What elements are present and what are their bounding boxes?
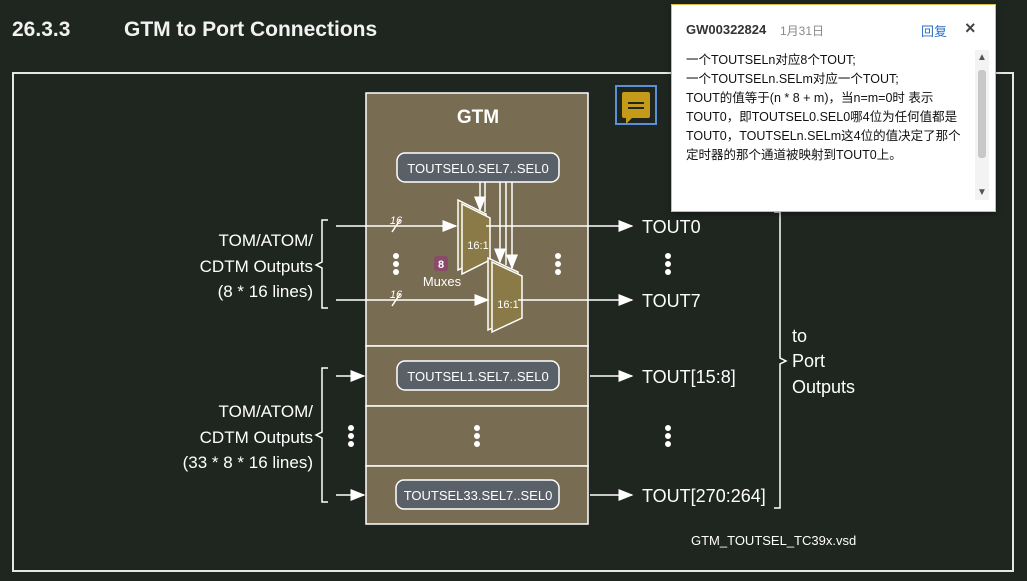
diagram-filename: GTM_TOUTSEL_TC39x.vsd <box>691 533 856 548</box>
svg-text:CDTM Outputs: CDTM Outputs <box>200 428 313 447</box>
section-title: GTM to Port Connections <box>124 18 378 41</box>
scroll-down-icon[interactable]: ▼ <box>977 187 987 198</box>
svg-text:(8 * 16 lines): (8 * 16 lines) <box>218 282 313 301</box>
svg-text:Outputs: Outputs <box>792 377 855 397</box>
section-heading: 26.3.3 GTM to Port Connections <box>12 18 377 42</box>
select-lines <box>474 182 518 270</box>
output-labels: TOUT0 TOUT7 TOUT[15:8] TOUT[270:264] <box>642 217 766 506</box>
bus-width-7: 16 <box>390 289 403 301</box>
scroll-up-icon[interactable]: ▲ <box>977 52 987 63</box>
left-labels-group2: TOM/ATOM/ CDTM Outputs (33 * 8 * 16 line… <box>183 402 314 472</box>
gtm-title: GTM <box>457 107 499 128</box>
speech-bubble-icon <box>622 92 650 124</box>
svg-text:TOUT[15:8]: TOUT[15:8] <box>642 367 736 387</box>
close-icon[interactable]: × <box>965 18 976 38</box>
sel-box-33: TOUTSEL33.SEL7..SEL0 <box>404 488 553 503</box>
input-lines-group1 <box>336 219 490 307</box>
comment-panel: GW00322824 1月31日 回复 × 一个TOUTSELn对应8个TOUT… <box>671 4 996 212</box>
ellipsis-dots <box>348 253 671 447</box>
right-label: to Port Outputs <box>792 326 855 397</box>
mux-label-7: 16:1 <box>497 299 518 311</box>
comment-icon[interactable] <box>615 85 657 125</box>
svg-text:TOUT0: TOUT0 <box>642 217 701 237</box>
comment-date: 1月31日 <box>780 24 825 38</box>
scroll-thumb[interactable] <box>978 70 986 158</box>
mux-stack <box>457 198 523 334</box>
section-number: 26.3.3 <box>12 18 71 41</box>
svg-text:CDTM Outputs: CDTM Outputs <box>200 257 313 276</box>
mux-word: Muxes <box>423 274 462 289</box>
sel-box-0: TOUTSEL0.SEL7..SEL0 <box>407 161 548 176</box>
left-braces <box>314 211 788 509</box>
comment-text: 一个TOUTSELn对应8个TOUT; 一个TOUTSELn.SELm对应一个T… <box>686 53 961 162</box>
svg-text:TOM/ATOM/: TOM/ATOM/ <box>219 402 314 421</box>
svg-text:(33 * 8 * 16 lines): (33 * 8 * 16 lines) <box>183 453 313 472</box>
svg-text:Port: Port <box>792 351 825 371</box>
mux-count: 8 <box>438 259 444 271</box>
output-lines <box>336 220 634 501</box>
svg-text:TOM/ATOM/: TOM/ATOM/ <box>219 231 314 250</box>
svg-text:to: to <box>792 326 807 346</box>
svg-text:TOUT[270:264]: TOUT[270:264] <box>642 486 766 506</box>
bus-width-0: 16 <box>390 215 403 227</box>
svg-text:TOUT7: TOUT7 <box>642 291 701 311</box>
sel-box-1: TOUTSEL1.SEL7..SEL0 <box>407 369 548 384</box>
mux-label-0: 16:1 <box>467 240 488 252</box>
comment-author: GW00322824 <box>686 22 767 37</box>
left-labels-group1: TOM/ATOM/ CDTM Outputs (8 * 16 lines) <box>200 231 314 301</box>
reply-button[interactable]: 回复 <box>921 24 948 39</box>
diagram-frame <box>12 72 1014 572</box>
comment-scrollbar[interactable]: ▲ ▼ <box>975 50 989 200</box>
